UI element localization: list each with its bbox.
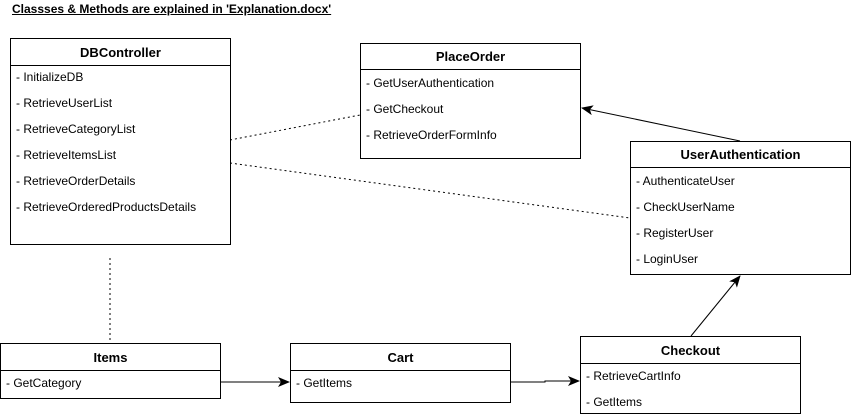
method-item: - RetrieveCategoryList (16, 122, 136, 136)
class-checkout[interactable]: Checkout - RetrieveCartInfo - GetItems (580, 336, 801, 414)
method-item: - GetCategory (6, 376, 82, 390)
class-name: DBController (11, 39, 230, 66)
method-item: - RetrieveUserList (16, 96, 113, 110)
method-item: - GetUserAuthentication (366, 76, 495, 90)
class-dbcontroller[interactable]: DBController - InitializeDB - RetrieveUs… (10, 38, 231, 245)
method-item: - AuthenticateUser (636, 174, 735, 188)
method-item: - CheckUserName (636, 200, 735, 214)
method-item: - GetItems (296, 376, 353, 390)
class-name: Items (1, 344, 220, 371)
class-name: Checkout (581, 337, 800, 364)
dotted-link-db-userauth (229, 162, 631, 219)
method-item: - RetrieveOrderDetails (16, 174, 136, 188)
method-item: - GetItems (586, 395, 643, 409)
class-name: PlaceOrder (361, 44, 580, 70)
diagram-note: Classses & Methods are explained in 'Exp… (12, 2, 332, 16)
dotted-link-db-placeorder (229, 114, 361, 141)
method-item: - RetrieveCartInfo (586, 369, 681, 383)
method-item: - GetCheckout (366, 102, 444, 116)
class-placeorder[interactable]: PlaceOrder - GetUserAuthentication - Get… (360, 43, 581, 159)
arrow-userauth-to-placeorder (581, 105, 741, 142)
method-item: - RegisterUser (636, 226, 714, 240)
method-item: - InitializeDB (16, 70, 84, 84)
method-item: - RetrieveOrderedProductsDetails (16, 200, 197, 214)
class-cart[interactable]: Cart - GetItems (290, 343, 511, 403)
class-items[interactable]: Items - GetCategory (0, 343, 221, 399)
method-item: - LoginUser (636, 252, 699, 266)
class-name: Cart (291, 344, 510, 371)
arrow-cart-to-checkout (510, 376, 580, 386)
method-item: - RetrieveItemsList (16, 148, 117, 162)
method-item: - RetrieveOrderFormInfo (366, 128, 497, 142)
class-userauthentication[interactable]: UserAuthentication - AuthenticateUser - … (630, 141, 851, 275)
class-name: UserAuthentication (631, 142, 850, 168)
arrow-checkout-to-userauth (690, 275, 741, 337)
